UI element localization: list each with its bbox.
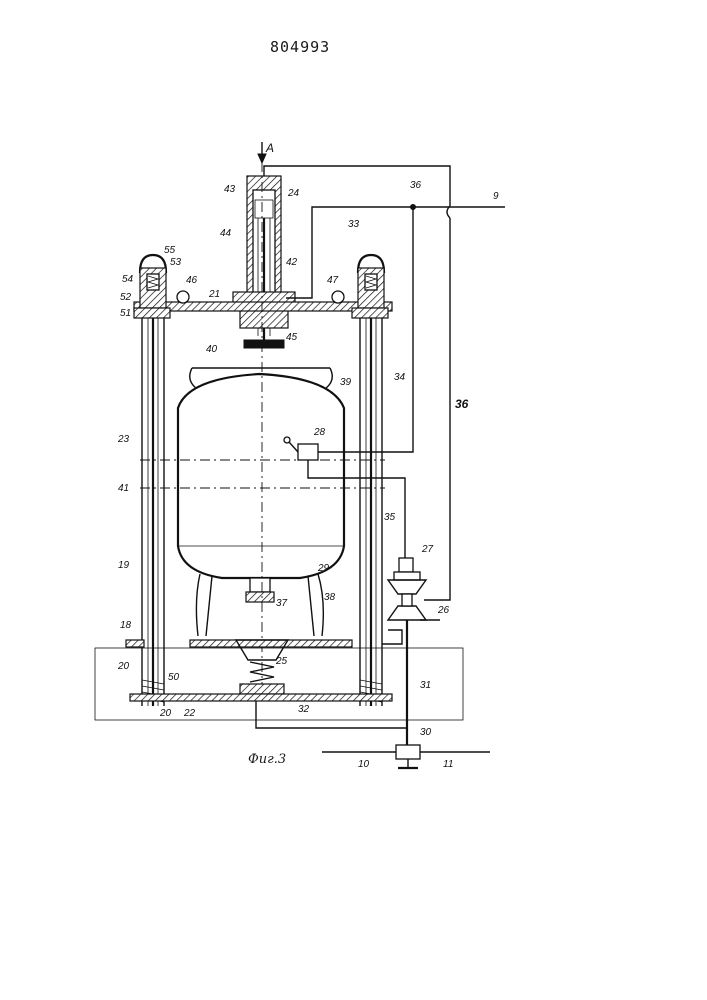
- valve-26-stem: [402, 594, 412, 606]
- label-34: 34: [394, 372, 406, 383]
- label-45: 45: [286, 332, 298, 343]
- label-38: 38: [324, 592, 336, 603]
- line-34: [318, 207, 413, 452]
- label-29: 29: [317, 563, 330, 574]
- label-27: 27: [421, 544, 434, 555]
- label-24: 24: [287, 188, 300, 199]
- label-11: 11: [443, 759, 453, 770]
- pressure-plate-45: [244, 340, 284, 348]
- vessel: [178, 368, 344, 636]
- sensor-28: [298, 444, 318, 460]
- label-35: 35: [384, 512, 396, 523]
- right-column: [352, 255, 388, 706]
- label-25: 25: [275, 656, 288, 667]
- label-10: 10: [358, 759, 370, 770]
- actuator-27-base: [394, 572, 420, 580]
- label-33: 33: [348, 219, 360, 230]
- label-18: 18: [120, 620, 132, 631]
- valve-26-upper: [388, 580, 426, 594]
- label-53: 53: [170, 257, 182, 268]
- fitting-46: [177, 291, 189, 303]
- vessel-neck: [250, 578, 270, 592]
- label-42: 42: [286, 257, 298, 268]
- label-arrow-a: A: [265, 141, 274, 155]
- vessel-body-39: [178, 374, 344, 578]
- right-leg-38: [308, 574, 323, 636]
- left-leg-38: [196, 574, 212, 636]
- right-nut: [352, 308, 388, 318]
- floor-mark-18: [126, 640, 144, 647]
- label-22: 22: [183, 708, 196, 719]
- label-20b: 20: [159, 708, 172, 719]
- sensor-arm: [289, 442, 298, 452]
- label-31: 31: [420, 680, 431, 691]
- line-36-top: [264, 166, 450, 206]
- return-line: [382, 630, 402, 644]
- label-37: 37: [276, 598, 288, 609]
- arrow-a-head: [258, 154, 266, 163]
- actuator-27: [399, 558, 413, 572]
- spring-seat: [240, 684, 284, 694]
- base-plate-22: [130, 694, 392, 701]
- label-54: 54: [122, 274, 134, 285]
- label-36-side: 36: [455, 397, 469, 411]
- label-26: 26: [437, 605, 450, 616]
- valve-30: [396, 745, 420, 759]
- label-50: 50: [168, 672, 180, 683]
- line-35: [308, 460, 405, 558]
- label-21: 21: [208, 289, 220, 300]
- label-9: 9: [493, 191, 499, 202]
- label-40: 40: [206, 344, 218, 355]
- line-33-9: [286, 207, 505, 298]
- label-47: 47: [327, 275, 339, 286]
- lower-shelf: [190, 640, 352, 647]
- label-19: 19: [118, 560, 130, 571]
- label-43: 43: [224, 184, 236, 195]
- valve-26-lower: [388, 606, 426, 620]
- figure-caption: Фиг.3: [248, 752, 286, 767]
- label-52: 52: [120, 292, 132, 303]
- label-39: 39: [340, 377, 352, 388]
- label-30: 30: [420, 727, 432, 738]
- line-32: [256, 701, 407, 728]
- fitting-47: [332, 291, 344, 303]
- label-28: 28: [313, 427, 326, 438]
- label-36-top: 36: [410, 180, 422, 191]
- outlet-nut-37: [246, 592, 274, 602]
- line-36-crossover: [447, 206, 450, 218]
- left-column: [134, 255, 170, 706]
- label-32: 32: [298, 704, 310, 715]
- label-23: 23: [117, 434, 130, 445]
- label-20a: 20: [117, 661, 130, 672]
- label-55: 55: [164, 245, 176, 256]
- label-41: 41: [118, 483, 129, 494]
- line-36-down: [424, 218, 450, 600]
- label-51: 51: [120, 308, 131, 319]
- label-44: 44: [220, 228, 232, 239]
- left-nut-51: [134, 308, 170, 318]
- label-46: 46: [186, 275, 198, 286]
- vessel-handle-40: [190, 368, 333, 388]
